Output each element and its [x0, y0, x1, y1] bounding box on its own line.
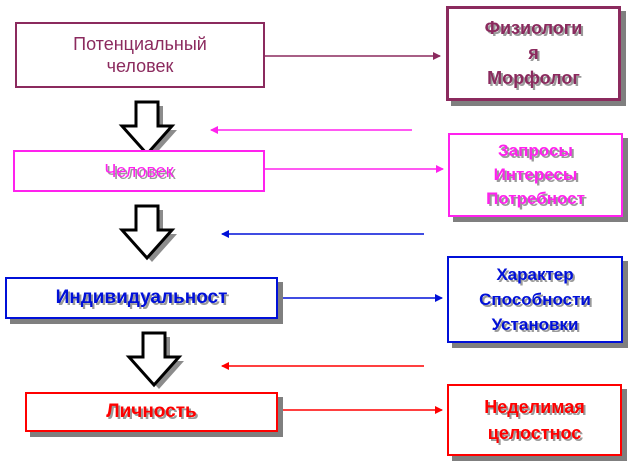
level-2-traits-box: Запросы Интересы Потребност: [448, 133, 623, 217]
level-2-label-box: Человек: [13, 150, 265, 192]
level-3-trait-3: Установки: [491, 315, 579, 334]
level-1-label-box: Потенциальный человек: [15, 22, 265, 88]
level-3-label-box: Индивидуальност: [5, 277, 278, 319]
level-2-label-line-1: Человек: [104, 160, 174, 181]
level-1-label-line-1: Потенциальный: [73, 34, 207, 54]
level-1-traits-box: Физиологи я Морфолог: [446, 6, 621, 101]
down-arrow-1: [118, 100, 177, 158]
level-2-trait-3: Потребност: [486, 189, 585, 208]
level-4-traits-box: Неделимая целостнос: [447, 384, 622, 456]
down-arrow-3: [125, 331, 184, 389]
level-3-trait-2: Способности: [479, 290, 591, 309]
level-4-trait-2: целостнос: [487, 423, 582, 443]
level-4-label-line-1: Личность: [106, 401, 197, 422]
level-4-label-box: Личность: [25, 392, 278, 432]
level-3-traits-box: Характер Способности Установки: [447, 256, 623, 343]
level-4-trait-1: Неделимая: [484, 397, 585, 417]
level-3-trait-1: Характер: [496, 265, 574, 284]
level-1-trait-3: Морфолог: [487, 68, 580, 88]
down-arrow-2: [118, 204, 177, 262]
level-3-label-line-1: Индивидуальност: [55, 287, 228, 308]
level-1-label-line-2: человек: [106, 56, 174, 76]
level-1-trait-2: я: [528, 43, 539, 63]
level-1-trait-1: Физиологи: [484, 18, 583, 38]
level-2-trait-2: Интересы: [493, 165, 578, 184]
level-2-trait-1: Запросы: [498, 141, 573, 160]
